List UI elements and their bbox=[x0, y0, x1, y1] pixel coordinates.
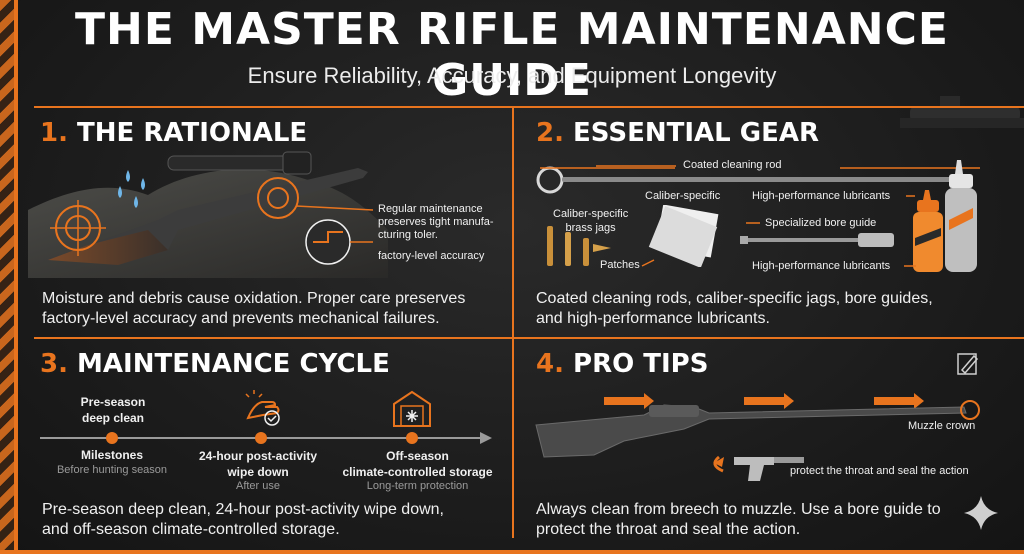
lubricant-bottle-icon bbox=[913, 160, 977, 272]
gear-description: Coated cleaning rods, caliber-specific j… bbox=[536, 290, 933, 327]
offseason-sub: Long-term protection bbox=[366, 480, 469, 492]
hand-clean-icon bbox=[245, 390, 280, 426]
middle-divider bbox=[34, 337, 1024, 339]
throat-label: protect the throat and seal the action bbox=[790, 465, 969, 477]
bottom-accent-bar bbox=[0, 550, 1024, 554]
section-number: 2. bbox=[536, 118, 564, 148]
top-divider bbox=[34, 106, 1024, 108]
vertical-divider bbox=[512, 108, 514, 538]
patch-icon bbox=[648, 205, 719, 267]
edit-icon bbox=[957, 353, 979, 375]
section-number: 4. bbox=[536, 349, 564, 379]
patches-label: Patches bbox=[600, 259, 640, 271]
scope-silhouette-icon bbox=[900, 96, 1024, 128]
left-accent-bar bbox=[14, 0, 18, 554]
callout-factory-accuracy: factory-level accuracy bbox=[378, 250, 485, 262]
milestones-label: Milestones bbox=[80, 448, 143, 462]
page-title: THE MASTER RIFLE MAINTENANCE GUIDE bbox=[75, 4, 949, 106]
rod-label: Coated cleaning rod bbox=[683, 159, 782, 171]
section-number: 1. bbox=[40, 118, 68, 148]
timeline-arrow bbox=[40, 432, 492, 444]
rationale-description: Moisture and debris cause oxidation. Pro… bbox=[42, 290, 466, 327]
garage-snowflake-icon bbox=[393, 390, 431, 427]
wipe-sub: After use bbox=[235, 480, 281, 492]
bore-guide-icon bbox=[740, 233, 894, 247]
section-title: PRO TIPS bbox=[573, 349, 709, 379]
section-cycle-heading: 3. MAINTENANCE CYCLE bbox=[40, 349, 390, 379]
cleaning-rod-icon bbox=[536, 165, 962, 194]
section-gear-heading: 2. ESSENTIAL GEAR bbox=[536, 118, 819, 148]
section-number: 3. bbox=[40, 349, 68, 379]
lubricants-bottom-label: High-performance lubricants bbox=[752, 260, 891, 272]
rationale-illustration bbox=[28, 151, 388, 278]
bore-guide-label: Specialized bore guide bbox=[765, 217, 877, 229]
preseason-label: Pre-season deep clean bbox=[80, 395, 146, 425]
section-title: MAINTENANCE CYCLE bbox=[77, 349, 390, 379]
water-drop-icon bbox=[126, 170, 130, 182]
cycle-description: Pre-season deep clean, 24-hour post-acti… bbox=[42, 501, 444, 538]
milestones-sub: Before hunting season bbox=[56, 464, 168, 476]
offseason-label: Off-season climate-controlled storage bbox=[342, 449, 493, 479]
callout-tight-tolerances: Regular maintenance preserves tight manu… bbox=[378, 203, 494, 241]
section-title: ESSENTIAL GEAR bbox=[573, 118, 819, 148]
jags-label: Caliber-specific brass jags bbox=[553, 208, 629, 234]
left-hazard-stripe bbox=[0, 0, 14, 554]
tips-description: Always clean from breech to muzzle. Use … bbox=[536, 501, 941, 538]
wipe-label: 24-hour post-activity wipe down bbox=[198, 449, 318, 479]
section-title: THE RATIONALE bbox=[77, 118, 308, 148]
lubricants-top-label: High-performance lubricants bbox=[752, 190, 891, 202]
page-subtitle: Ensure Reliability, Accuracy, and Equipm… bbox=[247, 63, 777, 88]
muzzle-crown-label: Muzzle crown bbox=[908, 420, 976, 432]
section-tips-heading: 4. PRO TIPS bbox=[536, 349, 708, 379]
rifle-icon bbox=[535, 393, 980, 481]
caliber-specific-label: Caliber-specific bbox=[645, 190, 721, 202]
sparkle-icon bbox=[964, 496, 998, 530]
jag-icon bbox=[547, 226, 611, 266]
section-rationale-heading: 1. THE RATIONALE bbox=[40, 118, 307, 148]
